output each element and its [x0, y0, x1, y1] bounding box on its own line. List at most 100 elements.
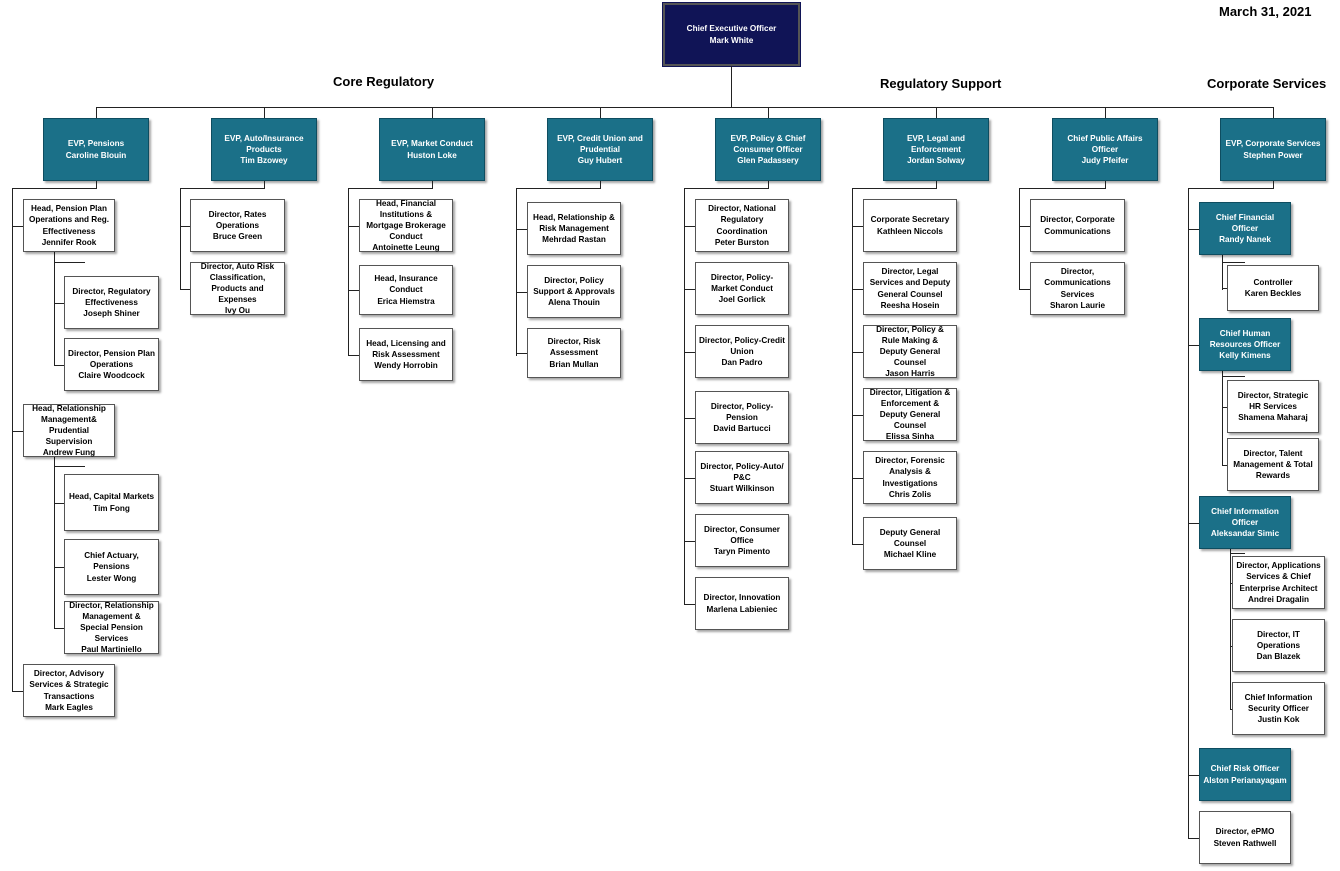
connector-line: [54, 252, 55, 366]
connector-line: [1222, 406, 1228, 408]
box-title: Director, Innovation: [703, 593, 781, 603]
connector-line: [1105, 107, 1106, 119]
connector-line: [852, 225, 864, 227]
box-title: Director, Policy- Market Conduct: [710, 272, 774, 293]
box-title: Director, Policy-Pension: [710, 401, 774, 422]
connector-line: [1273, 107, 1274, 119]
connector-line: [684, 188, 685, 604]
box-name: Mark Eagles: [45, 702, 93, 712]
connector-line: [600, 181, 601, 189]
connector-line: [348, 188, 433, 189]
position-box-public-cc: Director, Corporate Communications: [1030, 199, 1125, 252]
connector-line: [684, 540, 696, 542]
box-name: Reesha Hosein: [880, 300, 940, 310]
box-title: Director, Legal Services and Deputy Gene…: [869, 267, 951, 299]
box-title: Corporate Secretary: [870, 215, 950, 225]
connector-line: [936, 107, 937, 119]
box-title: Chief Public Affairs Officer: [1067, 133, 1143, 154]
box-title: EVP, Policy & Chief Consumer Officer: [730, 133, 806, 154]
box-name: Alston Perianayagam: [1203, 775, 1287, 785]
connector-line: [684, 477, 696, 479]
box-name: Mark White: [709, 35, 754, 45]
box-name: Karen Beckles: [1244, 289, 1302, 298]
connector-line: [96, 107, 97, 119]
box-name: Marlena Labieniec: [706, 604, 778, 614]
box-title: Director, Policy & Rule Making & Deputy …: [876, 324, 944, 368]
box-title: Director, Pension Plan Operations: [68, 348, 155, 369]
box-title: Director, Policy Support & Approvals: [533, 275, 615, 296]
box-name: Tim Fong: [93, 503, 130, 513]
connector-line: [96, 181, 97, 189]
connector-line: [768, 181, 769, 189]
box-name: Brian Mullan: [549, 359, 599, 369]
header-core-regulatory: Core Regulatory: [333, 74, 435, 89]
connector-line: [852, 351, 864, 353]
connector-line: [1019, 225, 1031, 227]
box-title: Director, Litigation & Enforcement & Dep…: [869, 387, 951, 431]
box-name: Paul Martiniello: [81, 645, 142, 655]
box-title: Director, Advisory Services & Strategic …: [29, 669, 109, 701]
connector-line: [684, 225, 696, 227]
connector-line: [516, 228, 528, 230]
position-box-corp-app: Director, Applications Services & Chief …: [1232, 556, 1325, 609]
connector-line: [12, 690, 24, 692]
connector-line: [180, 288, 191, 290]
connector-line: [432, 107, 433, 119]
box-title: Director, Consumer Office: [704, 524, 780, 545]
box-title: Head, Pension Plan Operations and Reg. E…: [28, 204, 110, 236]
connector-line: [54, 302, 65, 304]
box-name: Judy Pfeifer: [1081, 156, 1129, 166]
box-name: Antoinette Leung: [372, 243, 440, 253]
box-title: EVP, Credit Union and Prudential: [557, 133, 643, 154]
box-title: Deputy General Counsel: [879, 527, 941, 548]
box-title: Chief Information Security Officer: [1244, 692, 1313, 713]
connector-line: [54, 466, 85, 467]
connector-line: [54, 502, 65, 504]
box-title: Chief Information Officer: [1211, 506, 1279, 527]
box-name: Jason Harris: [885, 369, 935, 379]
connector-line: [12, 188, 13, 691]
box-name: Stuart Wilkinson: [709, 484, 775, 494]
connector-line: [684, 417, 696, 419]
connector-line: [12, 430, 24, 432]
position-box-policy-nrc: Director, National Regulatory Coordinati…: [695, 199, 789, 252]
connector-line: [1222, 371, 1223, 466]
box-title: Head, Capital Markets: [68, 492, 155, 502]
box-name: Huston Loke: [407, 150, 457, 160]
connector-line: [852, 288, 864, 290]
box-title: EVP, Auto/Insurance Products: [224, 133, 304, 154]
connector-line: [1230, 645, 1233, 647]
box-name: Erica Hiemstra: [377, 296, 435, 306]
box-title: EVP, Pensions: [67, 139, 125, 149]
connector-line: [54, 262, 85, 263]
box-name: Elissa Sinha: [885, 432, 935, 442]
box-name: Sharon Laurie: [1049, 300, 1106, 310]
position-box-pensions-adv: Director, Advisory Services & Strategic …: [23, 664, 115, 717]
connector-line: [1222, 255, 1223, 290]
box-name: Kathleen Niccols: [877, 226, 943, 236]
connector-line: [1188, 228, 1200, 230]
connector-line: [684, 188, 769, 189]
box-name: Guy Hubert: [577, 156, 623, 166]
box-name: Andrei Dragalin: [1248, 594, 1309, 604]
connector-line: [348, 225, 360, 227]
box-name: Jordan Solway: [907, 156, 965, 166]
connector-line: [1230, 553, 1245, 554]
box-title: Director, Strategic HR Services: [1237, 390, 1309, 411]
box-name: Mehrdad Rastan: [542, 235, 606, 245]
